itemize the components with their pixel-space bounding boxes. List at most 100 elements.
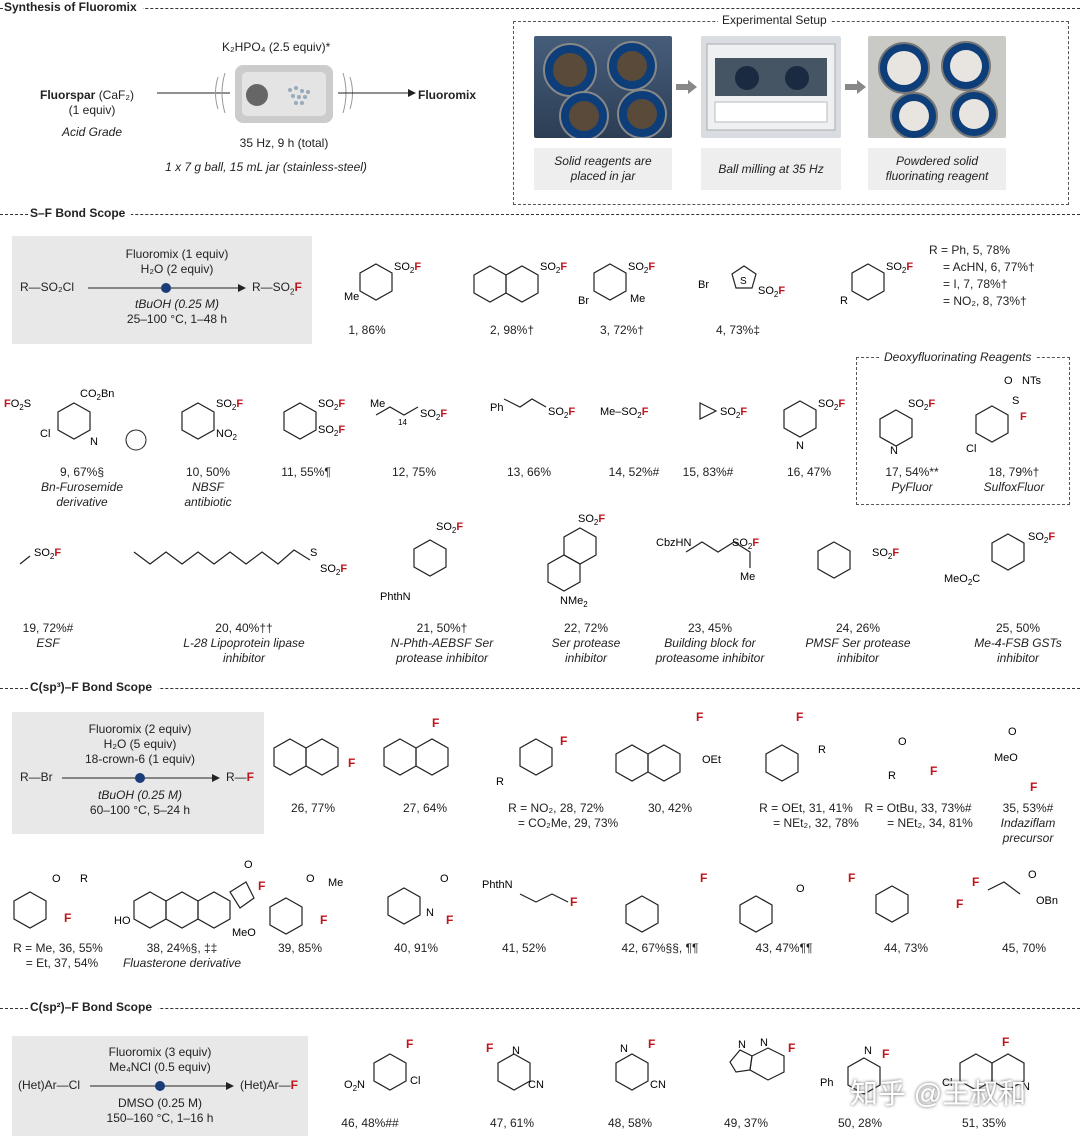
section-divider xyxy=(0,8,1080,9)
svg-text:OBn: OBn xyxy=(1036,895,1058,907)
product-fluoromix: Fluoromix xyxy=(418,88,477,102)
start-material: Fluorspar (CaF₂) xyxy=(40,88,135,102)
watermark: 知乎 @王叔和 xyxy=(850,1078,1027,1109)
svg-text:F: F xyxy=(956,897,963,911)
svg-text:CN: CN xyxy=(650,1079,666,1091)
svg-text:F: F xyxy=(1002,1035,1009,1049)
svg-text:F: F xyxy=(1030,780,1037,794)
svg-text:F: F xyxy=(696,710,703,724)
compound-description: N-Phth-AEBSF Ser protease inhibitor xyxy=(390,636,494,665)
svg-text:OEt: OEt xyxy=(702,754,721,766)
compound-description: Ser protease inhibitor xyxy=(551,636,621,665)
svg-text:SO2F: SO2F xyxy=(720,406,747,420)
svg-text:SO2F: SO2F xyxy=(1028,531,1055,545)
compound-label: 39, 85% xyxy=(277,941,323,955)
svg-text:SO2F: SO2F xyxy=(420,408,447,422)
svg-text:R: R xyxy=(840,295,848,307)
compound-label: 26, 77% xyxy=(290,801,336,815)
compound-description: PyFluor xyxy=(891,480,933,494)
compound-description: Building block for proteasome inhibitor xyxy=(655,636,765,665)
compound-label: 25, 50% xyxy=(995,621,1041,635)
svg-text:SO2F: SO2F xyxy=(872,547,899,561)
compound-label: 24, 26% xyxy=(835,621,881,635)
svg-text:F: F xyxy=(64,911,71,925)
compound-label: 18, 79%† xyxy=(988,465,1040,479)
svg-text:O2N: O2N xyxy=(344,1079,365,1093)
svg-text:Me: Me xyxy=(344,291,359,303)
compound-description: Me-4-FSB GSTs inhibitor xyxy=(974,636,1062,665)
cond-water: H₂O (5 equiv) xyxy=(103,737,177,751)
svg-text:S: S xyxy=(740,276,747,287)
section-title-csp3: C(sp³)–F Bond Scope xyxy=(30,680,158,694)
cond-product: R—SO2F xyxy=(252,280,302,297)
compound-label: 42, 67%§§, ¶¶ xyxy=(621,941,699,955)
svg-text:R: R xyxy=(888,770,896,782)
compound-label: 50, 28% xyxy=(837,1116,883,1130)
svg-text:Cl: Cl xyxy=(966,443,976,455)
compound-label: 38, 24%§, ‡‡ xyxy=(146,941,218,955)
compound-label: 45, 70% xyxy=(1001,941,1047,955)
svg-text:R: R xyxy=(818,744,826,756)
svg-text:N: N xyxy=(512,1045,520,1057)
svg-text:Me: Me xyxy=(740,571,755,583)
svg-text:N: N xyxy=(738,1039,746,1051)
compound-label: 41, 52% xyxy=(501,941,547,955)
svg-text:R: R xyxy=(80,873,88,885)
cond-solvent: DMSO (0.25 M) xyxy=(117,1096,203,1110)
compound-label: 49, 37% xyxy=(723,1116,769,1130)
cond-water: H₂O (2 equiv) xyxy=(140,262,214,276)
svg-text:O: O xyxy=(306,873,315,885)
cond-additive: Me₄NCl (0.5 equiv) xyxy=(109,1060,211,1074)
conditions-box xyxy=(12,712,264,834)
cond-product: (Het)Ar—F xyxy=(240,1078,299,1092)
compound-label: 1, 86% xyxy=(348,323,386,337)
svg-text:N: N xyxy=(760,1037,768,1049)
svg-text:F: F xyxy=(432,716,439,730)
svg-text:MeO2C: MeO2C xyxy=(944,573,980,587)
cond-temp: 25–100 °C, 1–48 h xyxy=(126,312,228,326)
cond-solvent: tBuOH (0.25 M) xyxy=(97,788,183,802)
arrow-icon xyxy=(676,80,697,94)
ball-mill-icon xyxy=(215,65,353,123)
compound-label-sub: = CO₂Me, 29, 73% xyxy=(517,816,619,830)
svg-text:O: O xyxy=(796,883,805,895)
r-group-list: R = Ph, 5, 78% = AcHN, 6, 77%† = I, 7, 7… xyxy=(929,243,1035,308)
compound-label: 44, 73% xyxy=(883,941,929,955)
svg-text:N: N xyxy=(90,436,98,448)
photo-jars-powder xyxy=(868,36,1006,138)
svg-text:S: S xyxy=(1012,395,1019,407)
svg-text:F: F xyxy=(972,875,979,889)
cond-product: R—F xyxy=(226,770,255,784)
compound-label: 9, 67%§ xyxy=(59,465,105,479)
reaction-arrow xyxy=(88,283,246,293)
compound-label: 2, 98%† xyxy=(489,323,535,337)
svg-text:O: O xyxy=(52,873,61,885)
jar-setup: 1 x 7 g ball, 15 mL jar (stainless-steel… xyxy=(165,160,367,174)
cond-substrate: (Het)Ar—Cl xyxy=(18,1078,80,1092)
photo-jars-filled xyxy=(534,36,672,138)
compound-description: SulfoxFluor xyxy=(983,480,1045,494)
compound-label: 13, 66% xyxy=(506,465,552,479)
svg-text:SO2F: SO2F xyxy=(318,398,345,412)
compound-label: R = OEt, 31, 41% xyxy=(759,801,853,815)
svg-text:14: 14 xyxy=(398,418,407,427)
svg-text:SO2F: SO2F xyxy=(732,537,759,551)
svg-text:SO2F: SO2F xyxy=(436,521,463,535)
svg-text:F: F xyxy=(882,1047,889,1061)
svg-text:MeO: MeO xyxy=(994,752,1018,764)
cond-reagent: Fluoromix (1 equiv) xyxy=(125,247,229,261)
reaction-arrow xyxy=(90,1081,234,1091)
svg-text:CN: CN xyxy=(528,1079,544,1091)
cond-temp: 150–160 °C, 1–16 h xyxy=(106,1111,214,1125)
cond-substrate: R—Br xyxy=(20,770,53,784)
svg-text:NO2: NO2 xyxy=(216,428,238,442)
svg-text:Cl: Cl xyxy=(40,428,50,440)
svg-text:SO2F: SO2F xyxy=(320,563,347,577)
svg-text:N: N xyxy=(864,1045,872,1057)
photo-ball-mill xyxy=(701,36,841,138)
